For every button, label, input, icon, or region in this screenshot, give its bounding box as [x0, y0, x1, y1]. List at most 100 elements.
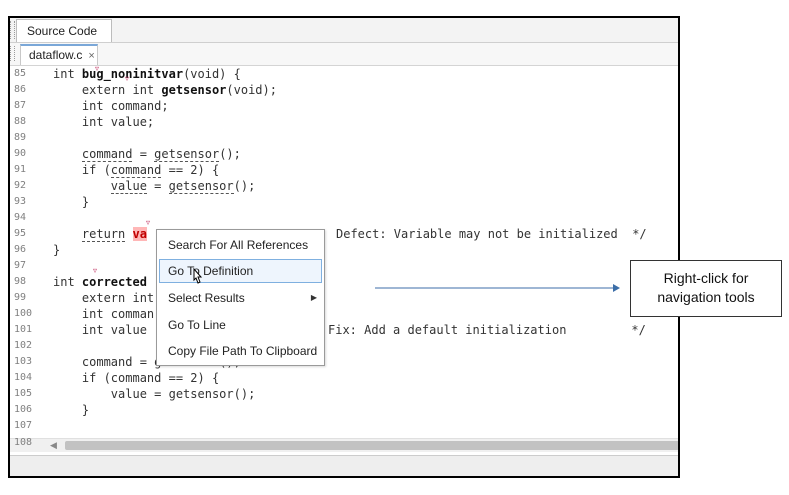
line-number: 85: [14, 68, 27, 79]
code-line: 102: [10, 338, 678, 354]
code-text: value = getsensor();: [53, 387, 256, 401]
code-fragment: == 2) {: [161, 163, 220, 177]
source-code-window: Source Code dataflow.c × 85 int bug_nonin…: [8, 16, 680, 478]
code-text: int value;: [53, 115, 155, 129]
variable-ref[interactable]: value: [110, 179, 147, 194]
code-text: }: [53, 403, 90, 417]
scroll-left-icon[interactable]: ◀: [50, 440, 57, 450]
file-tab-bar: dataflow.c ×: [10, 43, 678, 66]
code-text: extern int getsensor(void);: [53, 82, 277, 98]
code-text: int bug_noninitvar(void) {: [53, 66, 241, 82]
code-line: 96 }: [10, 242, 678, 258]
menu-item-label: Select Results: [168, 291, 245, 305]
line-number: 104: [14, 372, 33, 383]
code-line: 87 int command;: [10, 98, 678, 114]
menu-item-copy-file-path[interactable]: Copy File Path To Clipboard: [168, 344, 318, 358]
code-line: 103 command = getsensor();: [10, 354, 678, 370]
code-text: if (command == 2) {: [53, 371, 220, 385]
code-line: 89: [10, 130, 678, 146]
code-line: 100 int comman: [10, 306, 678, 322]
code-line: 101 int value Fix: Add a default initial…: [10, 322, 678, 338]
code-fragment: ();: [233, 179, 256, 193]
line-number: 98: [14, 276, 27, 287]
line-number: 103: [14, 356, 33, 367]
line-number: 102: [14, 340, 33, 351]
panel-grip-handle[interactable]: [10, 21, 15, 39]
code-text: int value: [53, 323, 147, 337]
line-number: 92: [14, 180, 27, 191]
file-tab-grip-handle[interactable]: [10, 46, 15, 61]
line-number: 99: [14, 292, 27, 303]
callout-arrow-icon: [375, 284, 620, 292]
line-number: 97: [14, 260, 27, 271]
scrollbar-thumb[interactable]: [65, 441, 678, 450]
line-number: 90: [14, 148, 27, 159]
code-fragment: =: [146, 179, 169, 193]
line-number: 105: [14, 388, 33, 399]
code-text: }: [53, 243, 61, 257]
menu-item-search-references[interactable]: Search For All References: [168, 238, 309, 252]
defect-marker-icon: ▿: [95, 66, 100, 73]
line-number: 106: [14, 404, 33, 415]
line-number: 101: [14, 324, 33, 335]
indent: [53, 147, 82, 161]
code-fragment: =: [132, 147, 155, 161]
variable-ref[interactable]: command: [81, 147, 133, 162]
code-line: 91 if (command == 2) {: [10, 162, 678, 178]
code-line: 108: [10, 437, 678, 451]
file-tab-label: dataflow.c: [29, 48, 83, 62]
code-fragment: ();: [219, 147, 241, 161]
line-number: 95: [14, 228, 27, 239]
code-text: return va: [53, 226, 147, 242]
menu-item-go-to-line[interactable]: Go To Line: [168, 318, 226, 332]
indent: [53, 179, 111, 193]
code-text: value = getsensor();: [53, 178, 255, 194]
menu-item-go-to-definition[interactable]: Go To Definition: [159, 259, 322, 283]
code-text: extern int: [53, 291, 155, 305]
fix-comment: Fix: Add a default initialization */: [328, 323, 646, 337]
function-name[interactable]: corrected: [81, 275, 147, 289]
function-call[interactable]: getsensor: [168, 179, 234, 194]
horizontal-scrollbar[interactable]: ◀: [10, 438, 678, 452]
code-line: 92 value = getsensor();: [10, 178, 678, 194]
line-number: 107: [14, 420, 33, 431]
line-number: 100: [14, 308, 33, 319]
line-number: 86: [14, 84, 27, 95]
callout-line-1: Right-click for: [663, 270, 749, 286]
line-number: 96: [14, 244, 27, 255]
tab-dataflow-c[interactable]: dataflow.c ×: [20, 44, 98, 65]
code-line: 104 if (command == 2) {: [10, 370, 678, 386]
line-number: 94: [14, 212, 27, 223]
code-fragment: (void) {: [183, 67, 241, 81]
defect-comment: Defect: Variable may not be initialized …: [336, 227, 647, 241]
close-icon[interactable]: ×: [88, 50, 95, 62]
menu-item-select-results[interactable]: Select Results ▶: [159, 286, 322, 310]
highlighted-variable[interactable]: va: [132, 227, 147, 241]
function-call[interactable]: getsensor: [154, 147, 220, 162]
code-editor[interactable]: 85 int bug_noninitvar(void) { ▿ 86 exter…: [10, 66, 678, 438]
code-line: 94: [10, 210, 678, 226]
code-line: 105 value = getsensor();: [10, 386, 678, 402]
code-line: 106 }: [10, 402, 678, 418]
status-bar: [10, 455, 678, 476]
code-text: int command;: [53, 99, 169, 113]
line-number: 91: [14, 164, 27, 175]
code-line: 93 }: [10, 194, 678, 210]
code-fragment: if (: [53, 163, 111, 177]
variable-ref[interactable]: command: [110, 163, 162, 178]
function-name[interactable]: getsensor: [161, 83, 227, 97]
keyword: int: [53, 67, 82, 81]
code-line: 99 extern int: [10, 290, 678, 306]
defect-marker-icon: ▿: [146, 218, 151, 227]
code-line: 86 extern int getsensor(void); ▿: [10, 75, 678, 98]
line-number: 93: [14, 196, 27, 207]
line-number: 89: [14, 132, 27, 143]
code-line: 97: [10, 258, 678, 274]
code-line: 107: [10, 418, 678, 434]
tab-source-code[interactable]: Source Code: [16, 19, 112, 42]
keyword: int: [53, 275, 82, 289]
return-keyword: return: [81, 227, 126, 242]
code-fragment: (void);: [226, 83, 277, 97]
function-name[interactable]: bug_noninitvar: [81, 67, 184, 81]
line-number: 108: [14, 437, 33, 448]
